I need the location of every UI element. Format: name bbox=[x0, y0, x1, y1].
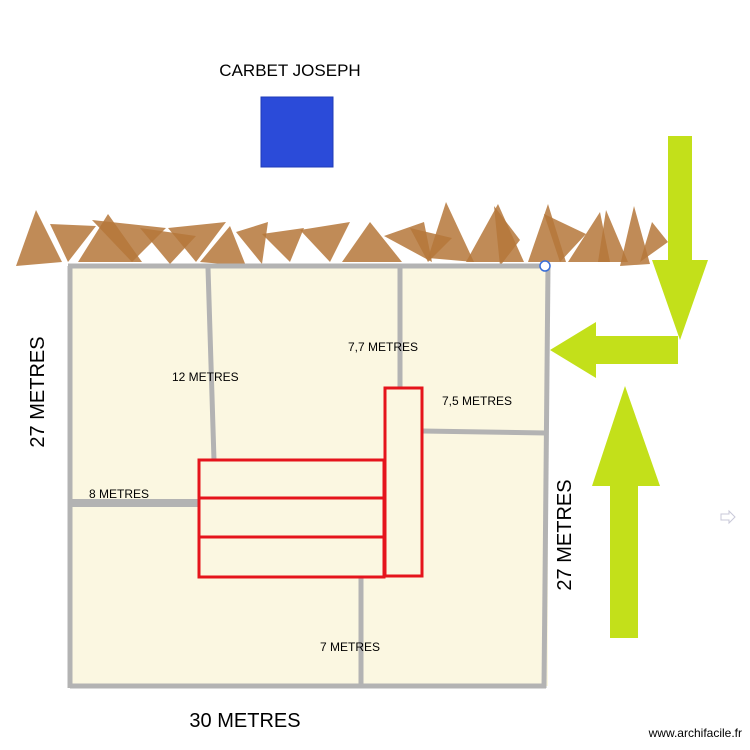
room-label-12m: 12 METRES bbox=[172, 370, 239, 384]
dimension-right: 27 METRES bbox=[554, 479, 576, 590]
roof-triangles-icon bbox=[16, 202, 668, 266]
up-arrow-icon bbox=[592, 386, 660, 638]
interior-walls bbox=[70, 267, 547, 686]
dimension-left: 27 METRES bbox=[27, 336, 49, 447]
room-label-7-5m: 7,5 METRES bbox=[442, 394, 512, 408]
left-arrow-icon bbox=[550, 322, 678, 378]
room-label-7m: 7 METRES bbox=[320, 640, 380, 654]
plan-title: CARBET JOSEPH bbox=[219, 61, 360, 80]
room-label-8m: 8 METRES bbox=[89, 487, 149, 501]
room-label-7-7m: 7,7 METRES bbox=[348, 340, 418, 354]
small-arrow-icon bbox=[720, 509, 736, 525]
outer-walls bbox=[67, 263, 551, 689]
central-block bbox=[197, 386, 424, 579]
compass-icon bbox=[539, 260, 551, 272]
down-arrow-icon bbox=[652, 136, 708, 340]
blue-square bbox=[260, 96, 334, 168]
watermark: www.archifacile.fr bbox=[648, 726, 742, 740]
dimension-bottom: 30 METRES bbox=[189, 710, 300, 732]
